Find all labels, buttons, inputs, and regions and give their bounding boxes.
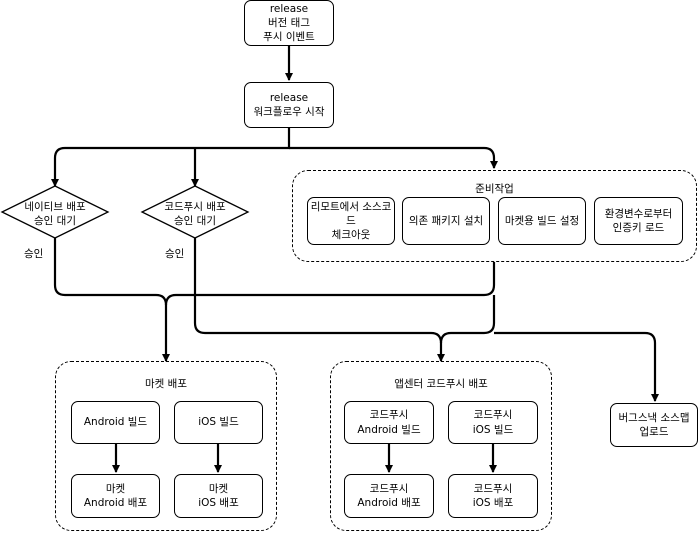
market-ios-deploy-node: 마켓 iOS 배포: [174, 474, 263, 518]
bugsnag-sourcemap-upload-node: 버그스낵 소스맵 업로드: [610, 403, 698, 447]
market-deploy-group: 마켓 배포: [55, 361, 277, 531]
native-approved-label: 승인: [24, 248, 44, 260]
codepush-approval-diamond: [140, 185, 250, 239]
codepush-android-build-node: 코드푸시 Android 빌드: [344, 401, 434, 444]
edge-prep-to-market: [164, 262, 496, 306]
codepush-approved-label: 승인: [165, 248, 185, 260]
ios-build-node: iOS 빌드: [174, 401, 263, 444]
codepush-android-deploy-node: 코드푸시 Android 배포: [344, 474, 434, 518]
native-approval-label: 네이티브 배포 승인 대기: [24, 201, 86, 228]
prep-group-title: 준비작업: [475, 183, 514, 195]
edge-native-to-market: [53, 238, 170, 362]
edge-workflow-to-native: [51, 128, 291, 187]
codepush-ios-build-node: 코드푸시 iOS 빌드: [448, 401, 538, 444]
market-deploy-group-title: 마켓 배포: [145, 378, 187, 390]
env-cert-load-node: 환경변수로부터 인증키 로드: [594, 197, 683, 245]
prep-group: 준비작업: [292, 170, 697, 262]
codepush-approval-label: 코드푸시 배포 승인 대기: [164, 201, 226, 228]
release-workflow-start-node: release 워크플로우 시작: [244, 82, 334, 128]
native-approval-diamond: [0, 185, 110, 239]
market-android-deploy-node: 마켓 Android 배포: [71, 474, 160, 518]
codepush-deploy-group: 앱센터 코드푸시 배포: [330, 361, 552, 531]
market-build-config-node: 마켓용 빌드 설정: [498, 197, 586, 245]
install-deps-node: 의존 패키지 설치: [402, 197, 490, 245]
edge-prep-to-codepush: [439, 295, 496, 344]
checkout-node: 리모트에서 소스코드 체크아웃: [307, 197, 395, 245]
android-build-node: Android 빌드: [71, 401, 160, 444]
codepush-deploy-group-title: 앱센터 코드푸시 배포: [394, 378, 488, 390]
release-tag-push-node: release 버전 태그 푸시 이벤트: [244, 0, 334, 46]
edge-workflow-to-prep: [289, 146, 498, 169]
edge-to-bugsnag: [494, 331, 659, 402]
codepush-ios-deploy-node: 코드푸시 iOS 배포: [448, 474, 538, 518]
